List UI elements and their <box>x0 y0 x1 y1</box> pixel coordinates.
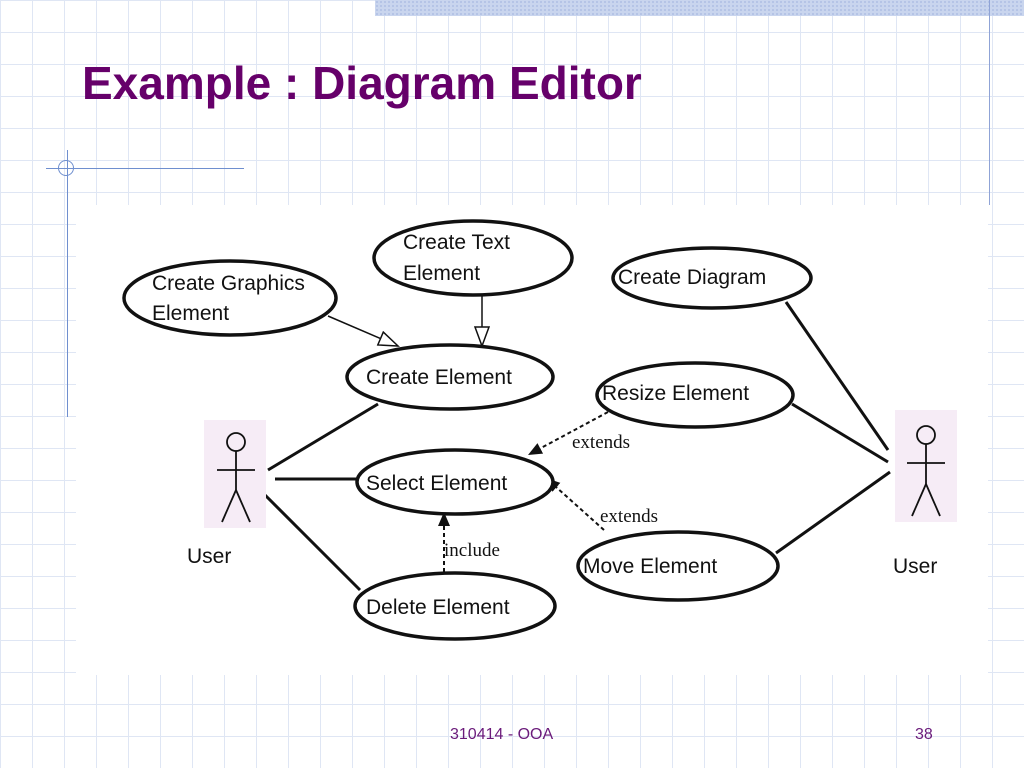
label-resize-element: Resize Element <box>602 382 749 405</box>
label-select-element: Select Element <box>366 472 507 495</box>
label-create-element: Create Element <box>366 366 512 389</box>
assoc-user-create-element <box>267 402 379 472</box>
usecase-resize-element <box>595 361 795 429</box>
actor-left-figure <box>204 420 266 528</box>
actor-right-label: User <box>893 555 937 578</box>
usecase-move-element <box>576 530 780 602</box>
label-move-element: Move Element <box>583 555 717 578</box>
actor-right-figure <box>895 410 957 522</box>
decor-vertical-line <box>67 150 68 417</box>
decor-circle <box>58 160 74 176</box>
usecase-create-diagram <box>611 246 813 310</box>
label-extends-move: extends <box>600 506 658 527</box>
label-extends-resize: extends <box>572 432 630 453</box>
slide-title: Example : Diagram Editor <box>82 57 642 109</box>
extends-move-to-select <box>545 477 605 531</box>
label-delete-element: Delete Element <box>366 596 510 619</box>
label-create-text-line1: Create Text <box>403 231 510 254</box>
label-create-text-line2: Element <box>403 262 480 285</box>
assoc-user-resize-element <box>791 402 889 464</box>
usecase-create-text-element <box>372 219 574 297</box>
extends-resize-to-select <box>527 411 609 456</box>
usecase-select-element <box>355 448 555 516</box>
usecase-create-element <box>345 343 555 411</box>
label-create-graphics-line1: Create Graphics <box>152 272 305 295</box>
assoc-user-move-element <box>775 470 891 555</box>
right-decor-rule <box>989 0 990 205</box>
label-include-delete: include <box>444 540 500 561</box>
usecase-delete-element <box>353 571 557 641</box>
assoc-user-delete-element <box>260 490 362 592</box>
top-decor-band <box>375 0 1024 16</box>
generalization-graphics-to-create <box>327 315 398 346</box>
footer-course-code: 310414 - OOA <box>450 726 554 743</box>
page-number: 38 <box>915 726 933 743</box>
label-create-diagram: Create Diagram <box>618 266 766 289</box>
decor-horizontal-line <box>46 168 244 169</box>
actor-left-label: User <box>187 545 231 568</box>
assoc-user-create-diagram <box>784 301 890 451</box>
label-create-graphics-line2: Element <box>152 302 229 325</box>
usecase-create-graphics-element <box>122 259 338 337</box>
